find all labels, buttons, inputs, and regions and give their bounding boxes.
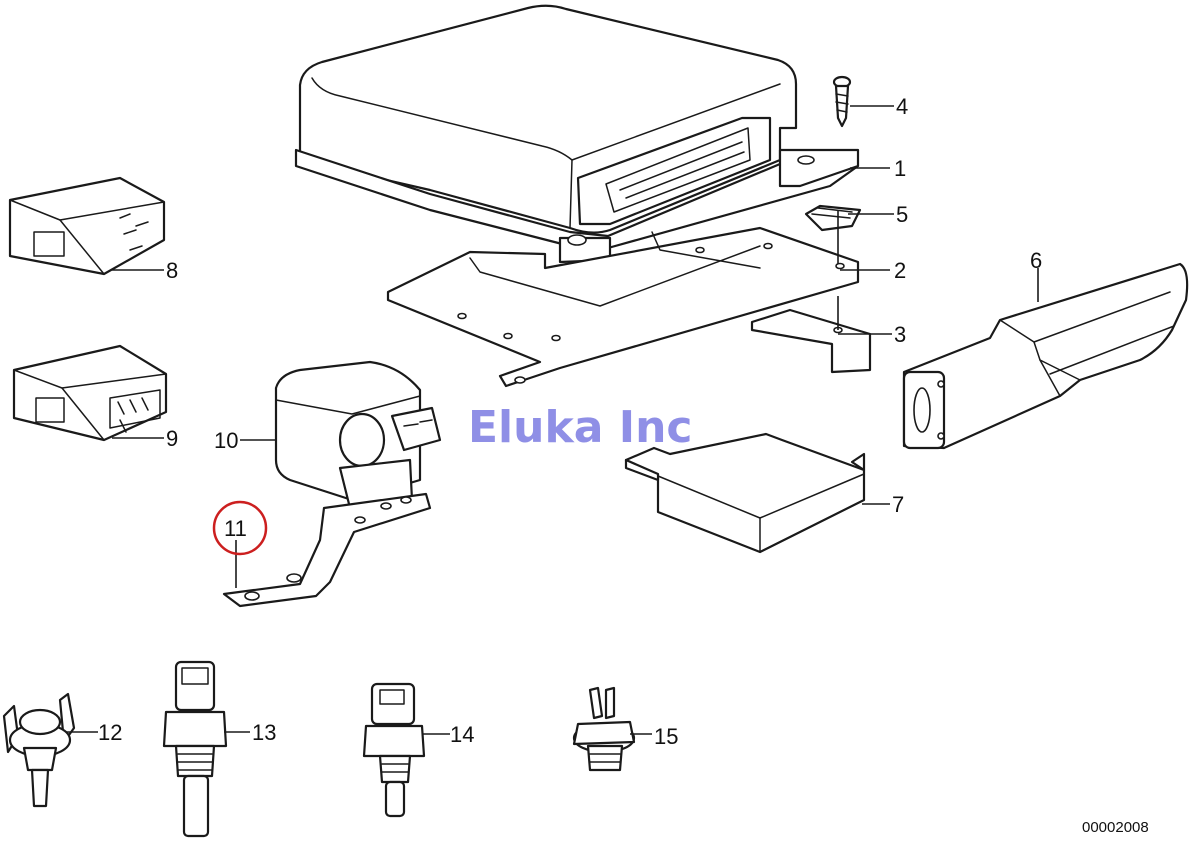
temperature-sensor-part-14[interactable] — [362, 682, 426, 818]
callout-7: 7 — [892, 492, 904, 517]
control-unit-part-1[interactable] — [294, 4, 860, 264]
highlight-circle — [212, 500, 268, 556]
relay-block-part-9[interactable] — [12, 344, 168, 442]
flat-box-part-7[interactable] — [624, 432, 866, 554]
temperature-sensor-part-13[interactable] — [162, 660, 228, 838]
callout-2: 2 — [894, 258, 906, 283]
bracket-plate-part-2[interactable] — [386, 226, 860, 388]
spacer-bracket-part-3[interactable] — [750, 308, 872, 374]
screw-part-4[interactable] — [832, 75, 852, 128]
callout-8: 8 — [166, 258, 178, 283]
callout-5: 5 — [896, 202, 908, 227]
relay-housing-part-6[interactable] — [902, 262, 1189, 450]
clip-nut-part-5[interactable] — [804, 204, 862, 232]
callout-10: 10 — [214, 428, 238, 453]
temperature-switch-part-12[interactable] — [2, 692, 76, 808]
watermark-text: Eluka Inc — [468, 402, 693, 453]
callout-13: 13 — [252, 720, 276, 745]
switch-part-15[interactable] — [572, 686, 636, 772]
callout-numbers: 1 2 3 4 5 6 7 8 9 10 11 12 13 14 15 — [98, 94, 1042, 749]
diagram-reference-number: 00002008 — [1082, 819, 1149, 836]
callout-3: 3 — [894, 322, 906, 347]
sensor-module-part-10[interactable] — [274, 360, 442, 510]
callout-6: 6 — [1030, 248, 1042, 273]
callout-12: 12 — [98, 720, 122, 745]
leader-lines — [66, 105, 1039, 735]
mounting-bracket-part-11[interactable] — [222, 492, 432, 608]
callout-11: 11 — [224, 516, 247, 541]
relay-block-part-8[interactable] — [8, 176, 166, 276]
callout-1: 1 — [894, 156, 906, 181]
callout-15: 15 — [654, 724, 678, 749]
callout-9: 9 — [166, 426, 178, 451]
callout-4: 4 — [896, 94, 908, 119]
callout-14: 14 — [450, 722, 474, 747]
